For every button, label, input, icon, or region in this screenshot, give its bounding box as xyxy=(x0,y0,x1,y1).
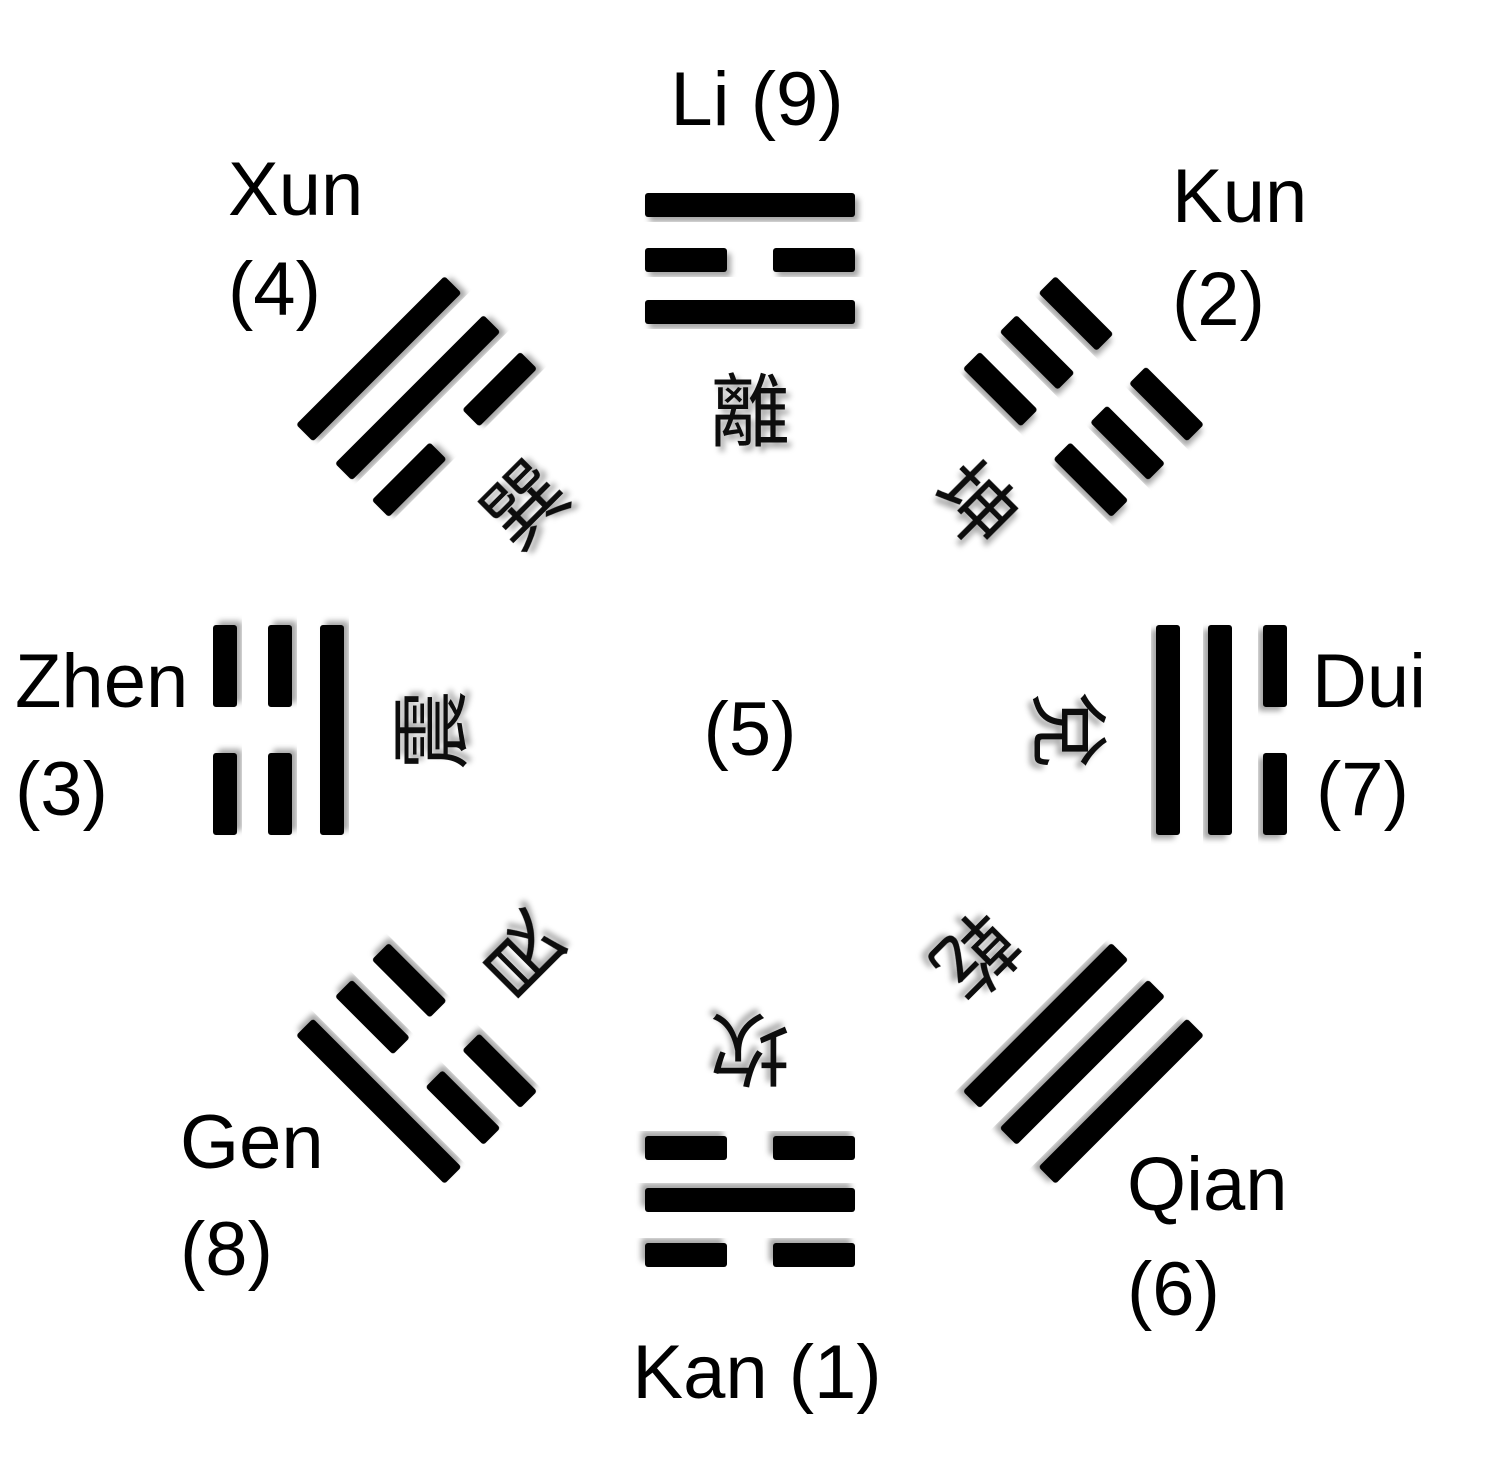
solid-line xyxy=(1156,625,1180,835)
solid-line xyxy=(1000,980,1164,1144)
label-gen-name: Gen xyxy=(180,1100,324,1185)
label-zhen-name: Zhen xyxy=(15,639,188,724)
broken-line xyxy=(372,944,446,1017)
solid-line xyxy=(297,277,461,441)
trigram-character: 兌 xyxy=(1021,690,1114,770)
trigram-character: 離 xyxy=(710,366,790,459)
label-zhen-number: (3) xyxy=(15,747,108,832)
label-li: Li (9) xyxy=(670,57,843,142)
trigram-character: 坤 xyxy=(913,444,1035,566)
trigram-character: 乾 xyxy=(913,893,1035,1015)
trigram-character: 坎 xyxy=(710,1001,790,1094)
broken-line xyxy=(336,980,409,1054)
trigram-dui: 兌 xyxy=(1021,625,1287,835)
broken-line xyxy=(268,625,292,707)
broken-line xyxy=(213,625,237,707)
broken-line xyxy=(1039,277,1113,350)
broken-line xyxy=(1054,443,1128,516)
solid-line xyxy=(320,625,344,835)
broken-line xyxy=(645,1136,727,1160)
solid-line xyxy=(1039,1019,1203,1183)
broken-line xyxy=(372,443,446,516)
trigram-name: Kan xyxy=(632,1330,767,1415)
solid-line xyxy=(1208,625,1232,835)
broken-line xyxy=(773,1243,855,1267)
label-xun-name: Xun xyxy=(228,147,363,232)
label-dui-name: Dui xyxy=(1312,639,1426,724)
label-qian-name: Qian xyxy=(1127,1142,1288,1227)
broken-line xyxy=(964,352,1037,426)
broken-line xyxy=(426,1071,500,1144)
trigram-character: 震 xyxy=(386,690,479,770)
solid-line xyxy=(645,300,855,324)
solid-line xyxy=(297,1019,461,1183)
center-label: (5) xyxy=(704,687,797,772)
broken-line xyxy=(463,352,536,426)
label-kan: Kan (1) xyxy=(632,1330,881,1415)
solid-line xyxy=(336,316,500,480)
broken-line xyxy=(1263,625,1287,707)
trigram-li: 離 xyxy=(645,193,855,459)
broken-line xyxy=(1130,367,1203,441)
label-qian-number: (6) xyxy=(1127,1247,1220,1332)
label-gen-number: (8) xyxy=(180,1207,273,1292)
broken-line xyxy=(463,1034,536,1108)
solid-line xyxy=(645,1188,855,1212)
label-kun-name: Kun xyxy=(1172,154,1307,239)
broken-line xyxy=(268,753,292,835)
solid-line xyxy=(645,193,855,217)
broken-line xyxy=(213,753,237,835)
label-kun-number: (2) xyxy=(1172,257,1265,342)
trigram-zhen: 震 xyxy=(213,625,479,835)
broken-line xyxy=(1263,753,1287,835)
label-xun-number: (4) xyxy=(228,247,321,332)
broken-line xyxy=(773,1136,855,1160)
broken-line xyxy=(1000,316,1074,389)
broken-line xyxy=(645,1243,727,1267)
trigram-qian: 乾 xyxy=(913,893,1203,1183)
trigram-name: Li xyxy=(670,57,729,142)
broken-line xyxy=(645,248,727,272)
trigram-gen: 艮 xyxy=(297,893,587,1183)
trigram-character: 艮 xyxy=(464,893,586,1015)
broken-line xyxy=(1091,406,1164,480)
label-dui-number: (7) xyxy=(1316,747,1409,832)
trigram-number: (1) xyxy=(789,1330,882,1415)
trigram-kun: 坤 xyxy=(913,277,1203,567)
trigram-kan: 坎 xyxy=(645,1001,855,1267)
trigram-number: (9) xyxy=(751,57,844,142)
trigram-character: 巽 xyxy=(464,444,586,566)
solid-line xyxy=(964,944,1128,1108)
trigram-xun: 巽 xyxy=(297,277,587,567)
broken-line xyxy=(773,248,855,272)
